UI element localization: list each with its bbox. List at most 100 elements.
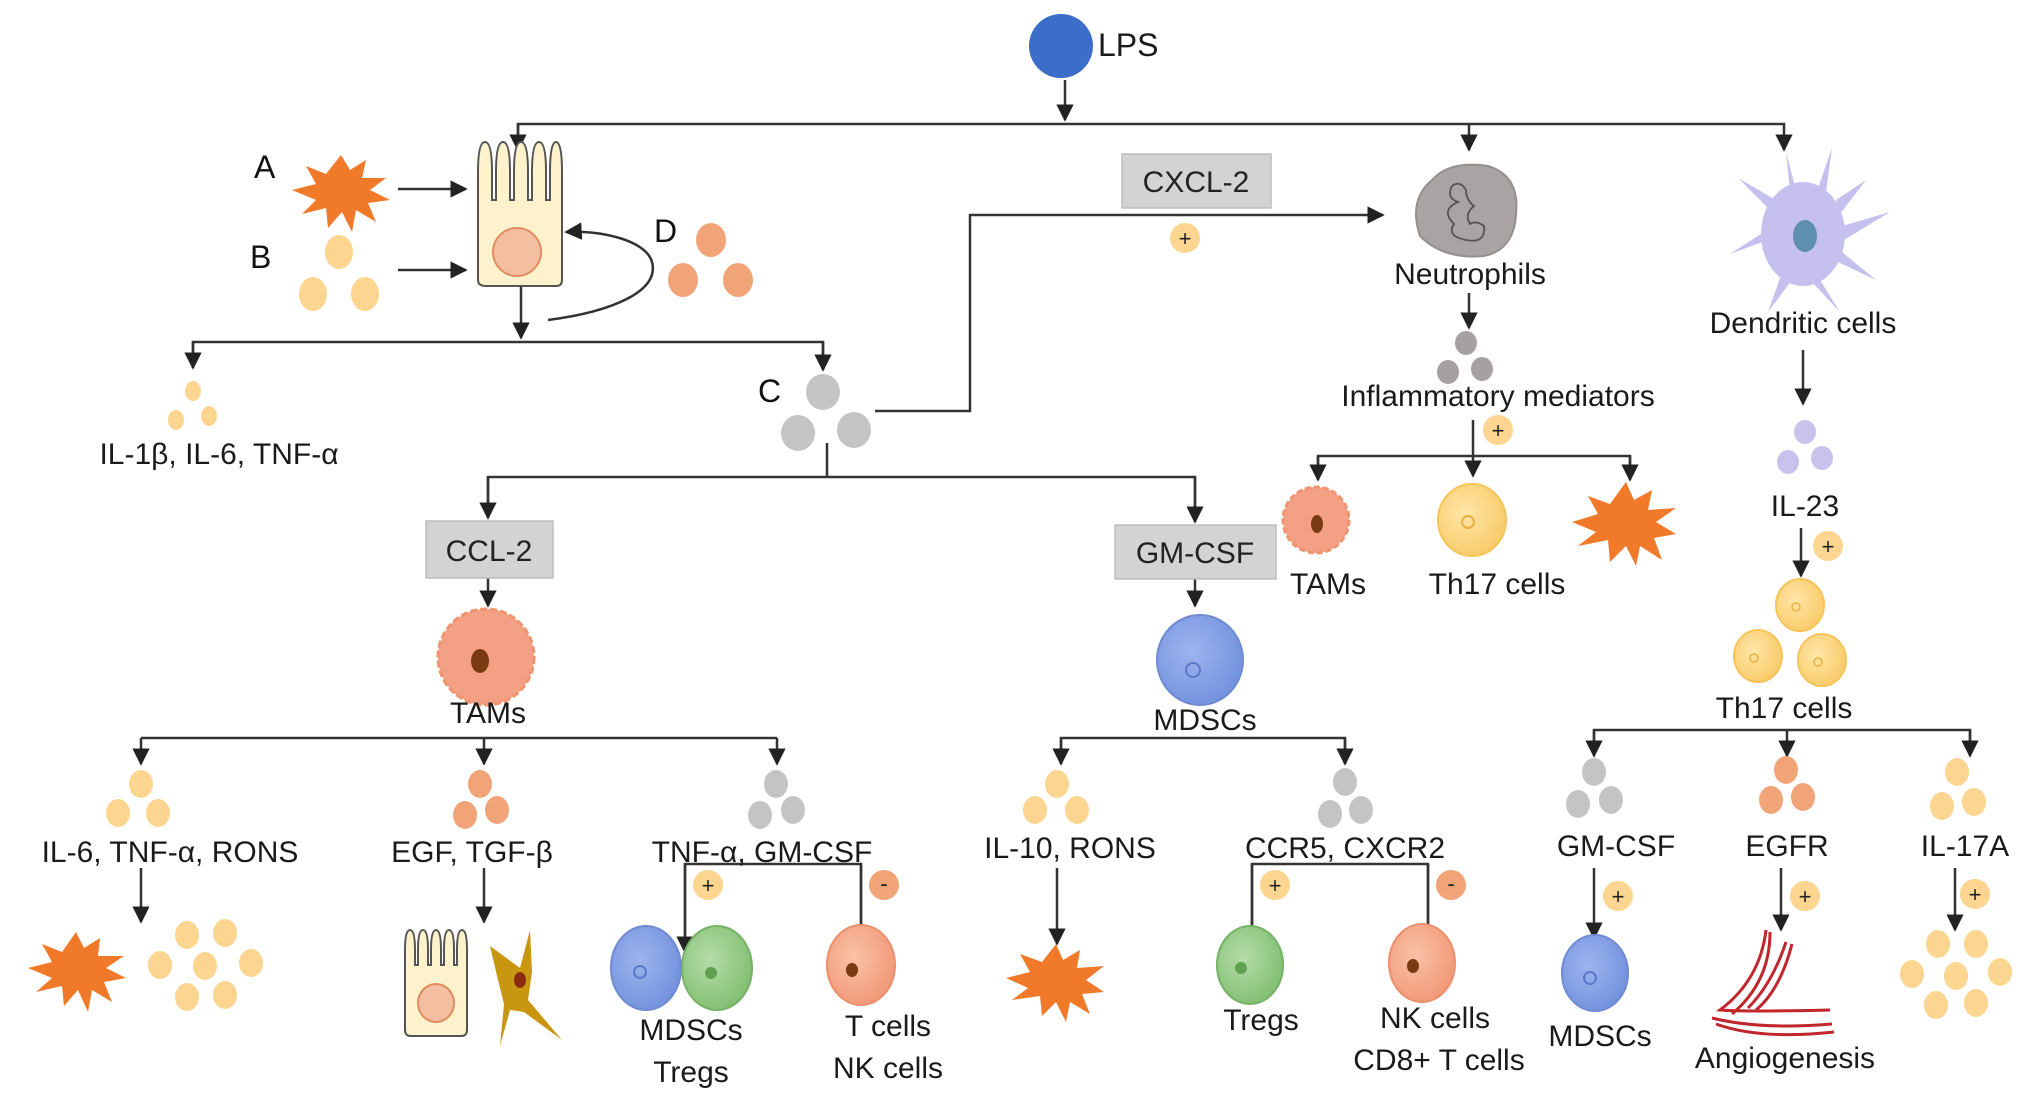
egfr-cluster-icon	[1759, 756, 1815, 814]
fibroblast-icon	[490, 930, 562, 1046]
mediator-target-th17: Th17 cells	[1429, 568, 1566, 601]
il23-label: IL-23	[1771, 490, 1839, 523]
minus-badge-tam3: -	[869, 870, 899, 900]
il17a-cluster-icon	[1930, 758, 1986, 820]
mediator-target-tams: TAMs	[1290, 568, 1366, 601]
il17a-scatter-icon	[1900, 930, 2012, 1019]
plus-badge-th17-3: +	[1960, 879, 1990, 909]
mediator-cluster-icon	[1437, 331, 1493, 384]
plus-sign: +	[702, 873, 715, 898]
mdsc2-minus-result-1: NK cells	[1380, 1002, 1490, 1035]
starburst-icon	[292, 155, 390, 232]
mdsc-cell-icon	[1156, 614, 1244, 706]
th17-cluster-icon	[1733, 578, 1847, 687]
tam-output-1-label: IL-6, TNF-α, RONS	[42, 836, 299, 869]
cytokine-cluster-c-icon	[781, 374, 871, 451]
plus-badge-th17-1: +	[1603, 881, 1633, 911]
minus-sign: -	[1447, 871, 1454, 896]
plus-sign: +	[1799, 884, 1812, 909]
cytokine-cluster-tam2-icon	[453, 770, 509, 829]
arrow-cxcl2-to-neutrophils	[875, 206, 1385, 413]
tam3-minus-result-2: NK cells	[833, 1052, 943, 1085]
th17-output-1-result: MDSCs	[1548, 1020, 1651, 1053]
nk-cell-icon	[1388, 923, 1456, 1003]
th17-output-1-label: GM-CSF	[1557, 830, 1675, 863]
il23-cluster-icon	[1777, 420, 1833, 474]
minus-sign: -	[880, 871, 887, 896]
starburst-icon	[1006, 944, 1104, 1022]
label-c: C	[758, 373, 781, 409]
tams-label: TAMs	[450, 697, 526, 730]
plus-sign: +	[1179, 226, 1192, 251]
secreted-cytokines-label: IL-1β, IL-6, TNF-α	[99, 438, 338, 471]
t-cell-small-icon	[826, 924, 896, 1006]
tam-output-2-label: EGF, TGF-β	[391, 836, 553, 869]
lps-molecule-icon	[1029, 14, 1093, 78]
epithelial-cell-icon	[477, 140, 563, 287]
th17-output-3-label: IL-17A	[1921, 830, 2009, 863]
mdscs-label: MDSCs	[1153, 704, 1256, 737]
plus-sign: +	[1492, 418, 1505, 443]
plus-badge-mediators: +	[1483, 415, 1513, 445]
input-label-d: D	[654, 213, 677, 249]
plus-badge-th17-2: +	[1790, 881, 1820, 911]
gmcsf-box: GM-CSF	[1114, 524, 1277, 580]
starburst-icon	[28, 932, 126, 1012]
mdsc-output-2-label: CCR5, CXCR2	[1245, 832, 1445, 865]
mdsc-output-icon	[1561, 934, 1629, 1012]
neutrophils-label: Neutrophils	[1394, 258, 1546, 291]
mediators-label: Inflammatory mediators	[1341, 380, 1654, 413]
tam-cell-icon	[436, 607, 536, 707]
neutrophil-cell-icon	[1415, 163, 1518, 258]
starburst-icon	[1572, 482, 1676, 566]
lps-node: LPS	[1029, 14, 1158, 78]
cytokine-cluster-tam3-icon	[748, 770, 805, 829]
cytokine-cluster-tam1-icon	[106, 770, 170, 827]
bus-lps	[516, 122, 1793, 152]
connector-lines	[132, 80, 1979, 954]
plus-sign: +	[1269, 873, 1282, 898]
ccl2-label: CCL-2	[446, 535, 533, 568]
minus-badge-mdsc2: -	[1436, 870, 1466, 900]
tam3-plus-result-1: MDSCs	[639, 1014, 742, 1047]
plus-badge-cxcl2: +	[1170, 223, 1200, 253]
plus-sign: +	[1822, 534, 1835, 559]
cytokine-cluster-il1b-icon	[168, 381, 217, 430]
dendritic-cells-label: Dendritic cells	[1710, 307, 1897, 340]
cytokine-scatter-icon	[148, 919, 263, 1011]
th17-output-2-result: Angiogenesis	[1695, 1042, 1875, 1075]
input-label-a: A	[254, 149, 276, 185]
plus-sign: +	[1969, 882, 1982, 907]
gmcsf-label: GM-CSF	[1136, 537, 1254, 570]
input-label-b: B	[250, 239, 271, 275]
arrow-d-feedback	[547, 222, 655, 322]
dendritic-cell-icon	[1730, 148, 1890, 312]
mdsc-output-1-label: IL-10, RONS	[984, 832, 1156, 865]
bus-epithelium	[191, 340, 825, 368]
epithelial-nucleus	[492, 227, 542, 277]
plus-badge-tam3: +	[693, 870, 723, 900]
plus-sign: +	[1612, 884, 1625, 909]
cytokine-cluster-b-icon	[299, 235, 379, 311]
mdsc2-minus-result-2: CD8+ T cells	[1353, 1044, 1524, 1077]
mdsc-small-icon	[610, 925, 682, 1011]
tam3-minus-result-1: T cells	[845, 1010, 931, 1043]
gmcsf-cluster-icon	[1566, 758, 1623, 818]
cxcl2-box: CXCL-2	[1121, 153, 1272, 209]
plus-badge-il23: +	[1813, 531, 1843, 561]
cxcl2-label: CXCL-2	[1143, 166, 1250, 199]
treg-small-icon	[681, 925, 753, 1011]
cytokine-cluster-d-icon	[668, 223, 753, 297]
th17-output-2-label: EGFR	[1745, 830, 1828, 863]
th17-small-icon	[1437, 483, 1507, 557]
mdsc2-plus-result-1: Tregs	[1223, 1004, 1299, 1037]
angiogenesis-vessel-icon	[1711, 929, 1835, 1037]
cytokine-cluster-mdsc2-icon	[1318, 768, 1373, 828]
plus-badge-mdsc2: +	[1260, 870, 1290, 900]
lps-label: LPS	[1098, 27, 1158, 63]
tam3-plus-result-2: Tregs	[653, 1056, 729, 1089]
cytokine-cluster-mdsc1-icon	[1023, 770, 1089, 824]
treg-cell-icon	[1216, 925, 1284, 1005]
